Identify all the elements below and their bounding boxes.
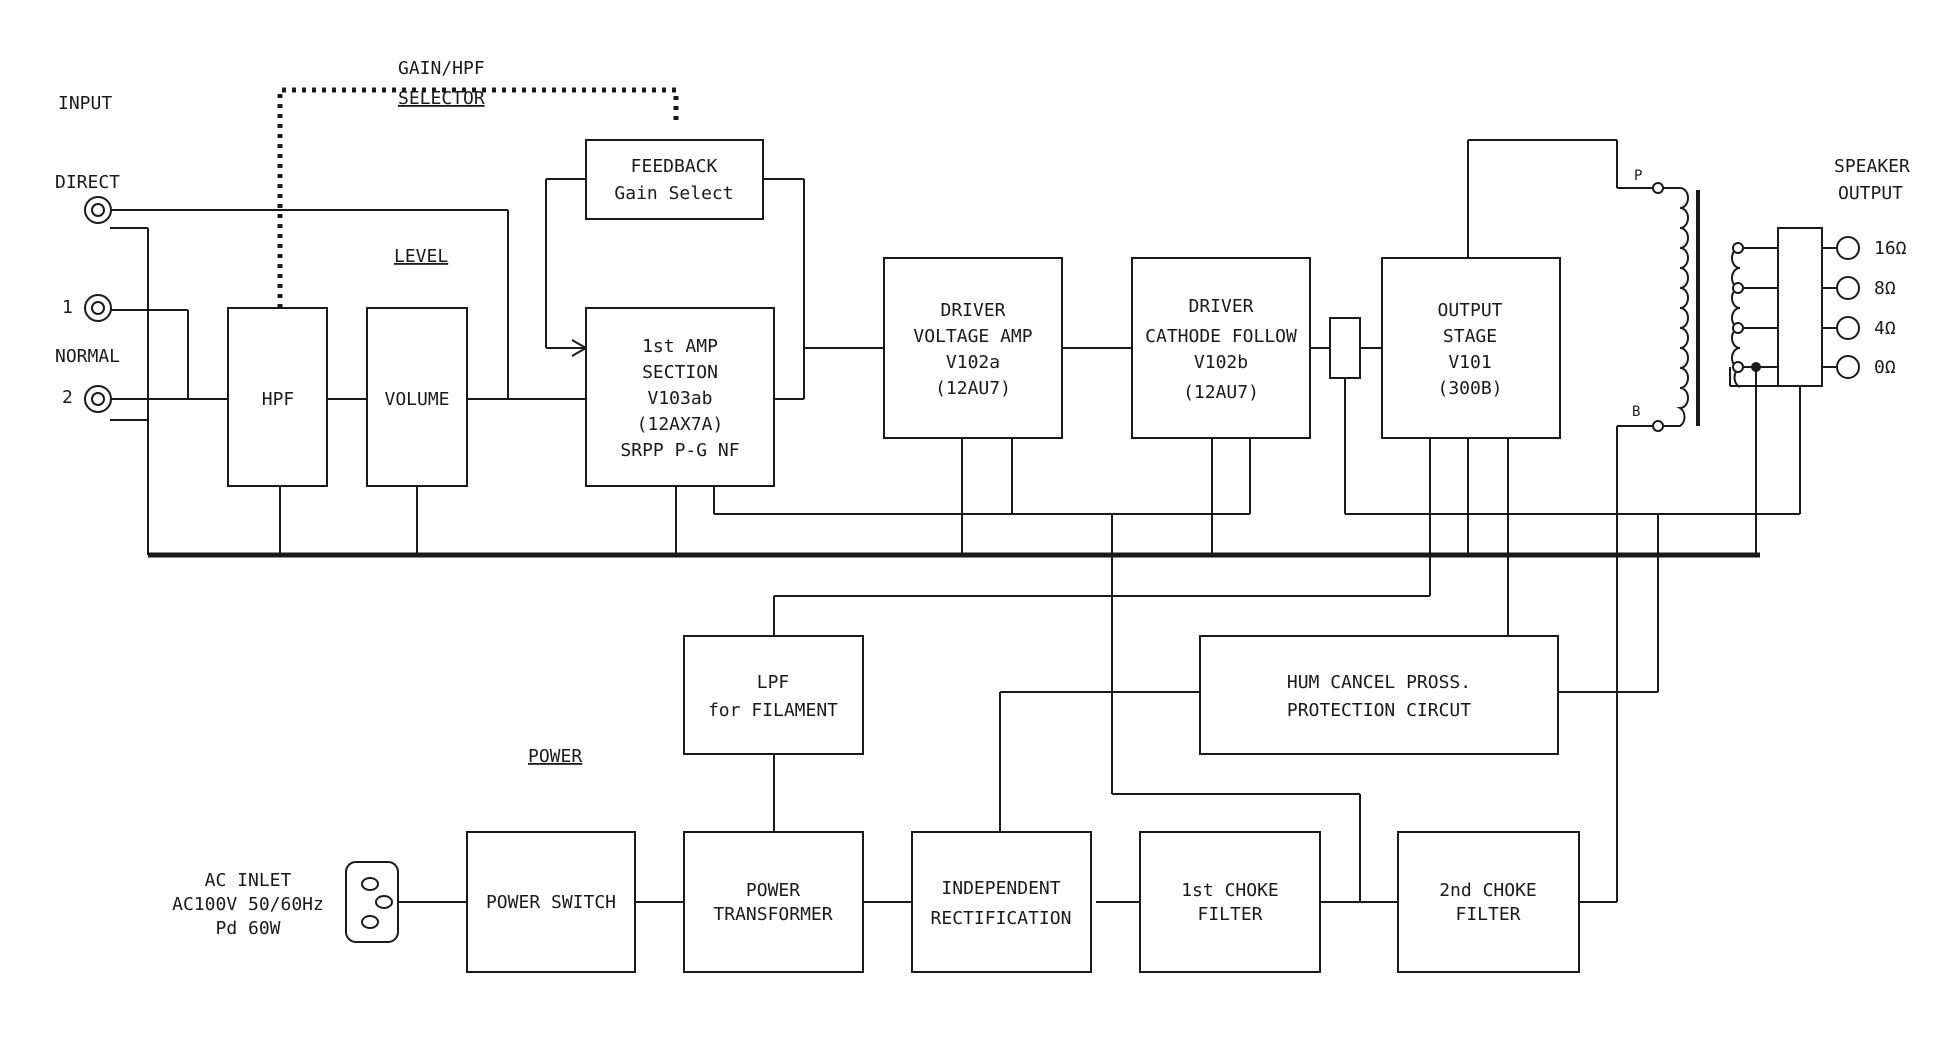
label-ac-power: Pd 60W: [215, 918, 280, 939]
label-input: INPUT: [58, 93, 112, 114]
block-line: for FILAMENT: [708, 700, 838, 721]
block-line: VOLTAGE AMP: [913, 326, 1032, 347]
label-4ohm: 4Ω: [1874, 318, 1896, 339]
block-lpf: LPF for FILAMENT: [683, 635, 864, 755]
label-direct: DIRECT: [55, 172, 120, 193]
label-input-1: 1: [62, 297, 73, 318]
label-0ohm: 0Ω: [1874, 357, 1896, 378]
block-power-transformer: POWER TRANSFORMER: [683, 831, 864, 973]
label-output: OUTPUT: [1838, 183, 1903, 204]
block-power-switch: POWER SWITCH: [466, 831, 636, 973]
block-feedback: FEEDBACK Gain Select: [585, 139, 764, 220]
label-speaker: SPEAKER: [1834, 156, 1910, 177]
block-line: V103ab: [647, 388, 712, 409]
label-tap-p: P: [1634, 168, 1642, 184]
label-power: POWER: [528, 746, 582, 767]
block-driver-cathode-follow: DRIVER CATHODE FOLLOW V102b (12AU7): [1131, 257, 1311, 439]
block-line: LPF: [757, 672, 790, 693]
ac-inlet-socket: [345, 861, 399, 943]
block-volume: VOLUME: [366, 307, 468, 487]
block-line: SECTION: [642, 362, 718, 383]
jack-normal-1: [84, 294, 112, 322]
label-gain-hpf: GAIN/HPF: [398, 58, 485, 79]
label-ac-inlet: AC INLET: [205, 870, 292, 891]
block-hum-cancel: HUM CANCEL PROSS. PROTECTION CIRCUT: [1199, 635, 1559, 755]
block-output-stage: OUTPUT STAGE V101 (300B): [1381, 257, 1561, 439]
block-1st-choke: 1st CHOKE FILTER: [1139, 831, 1321, 973]
block-line: (12AU7): [935, 378, 1011, 399]
block-line: 2nd CHOKE: [1439, 880, 1537, 901]
block-2nd-choke: 2nd CHOKE FILTER: [1397, 831, 1580, 973]
block-line: DRIVER: [940, 300, 1005, 321]
block-line: 1st AMP: [642, 336, 718, 357]
block-line: V101: [1448, 352, 1491, 373]
block-line: V102a: [946, 352, 1000, 373]
block-line: HUM CANCEL PROSS.: [1287, 672, 1471, 693]
block-line: HPF: [262, 389, 295, 410]
block-line: POWER SWITCH: [486, 892, 616, 913]
block-line: POWER: [746, 880, 800, 901]
label-tap-b: B: [1632, 404, 1640, 420]
block-line: (300B): [1437, 378, 1502, 399]
label-8ohm: 8Ω: [1874, 278, 1896, 299]
block-line: FILTER: [1197, 904, 1262, 925]
label-level: LEVEL: [394, 246, 448, 267]
block-line: DRIVER: [1188, 296, 1253, 317]
block-line: Gain Select: [614, 183, 733, 204]
block-hpf: HPF: [227, 307, 328, 487]
selector-link: [277, 87, 679, 308]
block-line: TRANSFORMER: [713, 904, 832, 925]
speaker-terminals: [1836, 236, 1860, 379]
block-line: V102b: [1194, 352, 1248, 373]
block-1st-amp: 1st AMP SECTION V103ab (12AX7A) SRPP P-G…: [585, 307, 775, 487]
jack-normal-2: [84, 385, 112, 413]
label-normal: NORMAL: [55, 346, 120, 367]
block-line: PROTECTION CIRCUT: [1287, 700, 1471, 721]
block-line: STAGE: [1443, 326, 1497, 347]
signal-wires: [110, 139, 1836, 903]
block-line: SRPP P-G NF: [620, 440, 739, 461]
block-line: (12AU7): [1183, 382, 1259, 403]
block-driver-voltage-amp: DRIVER VOLTAGE AMP V102a (12AU7): [883, 257, 1063, 439]
block-line: VOLUME: [384, 389, 449, 410]
block-line: RECTIFICATION: [931, 908, 1072, 929]
block-line: FEEDBACK: [631, 156, 718, 177]
block-line: 1st CHOKE: [1181, 880, 1279, 901]
jack-direct: [84, 196, 112, 224]
block-line: FILTER: [1455, 904, 1520, 925]
label-ac-voltage: AC100V 50/60Hz: [172, 894, 324, 915]
block-line: OUTPUT: [1437, 300, 1502, 321]
block-line: CATHODE FOLLOW: [1145, 326, 1297, 347]
output-transformer: [1652, 182, 1761, 432]
label-selector: SELECTOR: [398, 88, 485, 109]
block-line: INDEPENDENT: [941, 878, 1060, 899]
block-line: (12AX7A): [637, 414, 724, 435]
label-16ohm: 16Ω: [1874, 238, 1907, 259]
label-input-2: 2: [62, 387, 73, 408]
coupling-capacitor: [1329, 317, 1361, 379]
speaker-terminal-strip: [1777, 227, 1823, 387]
block-rectification: INDEPENDENT RECTIFICATION: [911, 831, 1092, 973]
